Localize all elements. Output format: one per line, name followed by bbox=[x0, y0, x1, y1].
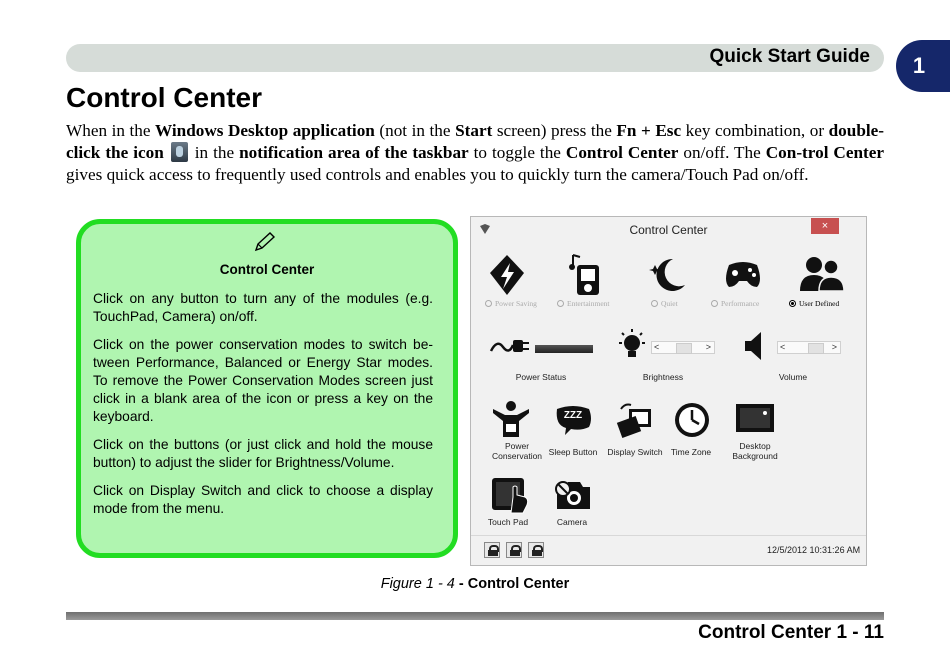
figure-caption: Figure 1 - 4 - Control Center bbox=[0, 576, 950, 592]
user-defined-icon[interactable] bbox=[799, 255, 845, 293]
mode-label: Power Saving bbox=[495, 299, 537, 308]
entertainment-icon[interactable] bbox=[569, 253, 605, 297]
sleep-button-label: Sleep Button bbox=[548, 447, 598, 457]
note-paragraph: Click on any button to turn any of the m… bbox=[93, 291, 433, 324]
caps-lock-icon bbox=[484, 542, 500, 558]
brightness-decrease-button[interactable]: < bbox=[654, 342, 660, 352]
volume-increase-button[interactable]: > bbox=[831, 342, 837, 352]
camera-icon[interactable] bbox=[553, 479, 593, 511]
time-zone-label: Time Zone bbox=[670, 447, 712, 457]
header-title: Quick Start Guide bbox=[709, 46, 870, 67]
mode-radio-performance[interactable]: Performance bbox=[711, 299, 759, 308]
display-switch-label: Display Switch bbox=[607, 447, 663, 457]
intro-bold: double-click the icon bbox=[66, 121, 885, 162]
date-time-readout: 12/5/2012 10:31:26 AM bbox=[767, 545, 861, 555]
control-center-tray-icon bbox=[170, 142, 188, 162]
intro-bold: Windows Desktop application bbox=[155, 121, 375, 140]
intro-paragraph: When in the Windows Desktop application … bbox=[66, 120, 884, 186]
sleep-button-icon[interactable] bbox=[553, 403, 593, 435]
quiet-moon-icon[interactable] bbox=[647, 255, 689, 295]
power-status-bar bbox=[535, 345, 593, 353]
touch-pad-label: Touch Pad bbox=[487, 517, 529, 527]
mode-radio-user-defined[interactable]: User Defined bbox=[789, 299, 839, 308]
window-title: Control Center bbox=[629, 223, 708, 237]
pencil-icon bbox=[254, 232, 276, 252]
brightness-slider[interactable]: < > bbox=[651, 341, 715, 354]
note-title: Control Center bbox=[219, 262, 315, 277]
window-status-bar bbox=[471, 535, 866, 566]
mode-radio-entertainment[interactable]: Entertainment bbox=[557, 299, 609, 308]
intro-bold: notification area of the taskbar bbox=[239, 143, 469, 162]
note-paragraph: Click on the buttons (or just click and … bbox=[93, 437, 433, 470]
radio-button[interactable] bbox=[485, 300, 492, 307]
close-button[interactable]: × bbox=[811, 218, 839, 234]
scroll-lock-icon bbox=[528, 542, 544, 558]
chapter-tab bbox=[896, 40, 950, 92]
brightness-increase-button[interactable]: > bbox=[705, 342, 711, 352]
intro-bold: Start bbox=[455, 121, 493, 140]
caption-title: Control Center bbox=[467, 576, 570, 592]
volume-speaker-icon bbox=[745, 332, 761, 360]
display-switch-icon[interactable] bbox=[615, 401, 655, 441]
intro-text: in the bbox=[189, 143, 240, 162]
touch-pad-icon[interactable] bbox=[491, 477, 531, 515]
control-center-window: Control Center × Power Saving Entertainm… bbox=[470, 216, 867, 566]
page-title: Control Center bbox=[66, 82, 262, 113]
footer-page-label: Control Center 1 - 11 bbox=[698, 622, 884, 643]
desktop-background-label: Desktop Background bbox=[732, 441, 778, 461]
mode-label: Performance bbox=[721, 299, 760, 308]
intro-text: on/off. The bbox=[678, 143, 766, 162]
note-box bbox=[76, 219, 458, 558]
mode-label: Quiet bbox=[661, 299, 678, 308]
mode-radio-quiet[interactable]: Quiet bbox=[651, 299, 678, 308]
footer-bar bbox=[66, 612, 884, 620]
volume-decrease-button[interactable]: < bbox=[780, 342, 786, 352]
intro-bold: Fn + Esc bbox=[616, 121, 682, 140]
power-conservation-icon[interactable] bbox=[491, 399, 531, 439]
brightness-label: Brightness bbox=[642, 372, 684, 382]
intro-text: When in the bbox=[66, 121, 156, 140]
note-paragraph: Click on Display Switch and click to cho… bbox=[93, 483, 433, 516]
radio-button[interactable] bbox=[557, 300, 564, 307]
num-lock-icon bbox=[506, 542, 522, 558]
power-status-label: Power Status bbox=[515, 372, 567, 382]
volume-slider[interactable]: < > bbox=[777, 341, 841, 354]
radio-button[interactable] bbox=[651, 300, 658, 307]
mode-label: Entertainment bbox=[567, 299, 610, 308]
power-saving-icon[interactable] bbox=[487, 253, 527, 297]
sleep-zzz-text: ZZZ bbox=[563, 410, 583, 421]
chapter-number: 1 bbox=[912, 53, 926, 78]
mode-label: User Defined bbox=[799, 299, 840, 308]
figure-number: Figure 1 - 4 bbox=[380, 576, 455, 592]
brightness-slider-thumb[interactable] bbox=[676, 343, 692, 354]
note-paragraph: Click on the power conservation modes to… bbox=[93, 337, 433, 424]
desktop-background-icon[interactable] bbox=[735, 403, 775, 433]
intro-text: screen) press the bbox=[492, 121, 617, 140]
app-icon bbox=[480, 224, 490, 234]
mode-radio-power-saving[interactable]: Power Saving bbox=[485, 299, 537, 308]
note-body: Click on any button to turn any of the m… bbox=[93, 290, 433, 528]
window-titlebar: Control Center × bbox=[471, 217, 866, 243]
camera-label: Camera bbox=[556, 517, 588, 527]
intro-text: to toggle the bbox=[468, 143, 566, 162]
volume-slider-thumb[interactable] bbox=[808, 343, 824, 354]
radio-button-selected[interactable] bbox=[789, 300, 796, 307]
header-bar bbox=[66, 44, 884, 72]
time-zone-clock-icon[interactable] bbox=[673, 401, 711, 439]
power-plug-icon bbox=[489, 340, 529, 352]
intro-text: (not in the bbox=[374, 121, 456, 140]
radio-button[interactable] bbox=[711, 300, 718, 307]
intro-bold: Control Center bbox=[565, 143, 679, 162]
performance-gamepad-icon[interactable] bbox=[723, 257, 763, 291]
intro-bold: Con-trol Center bbox=[765, 143, 885, 162]
caption-dash: - bbox=[454, 576, 468, 592]
brightness-bulb-icon bbox=[619, 329, 645, 357]
volume-label: Volume bbox=[778, 372, 808, 382]
power-conservation-label: Power Conservation bbox=[491, 441, 543, 461]
intro-text: key combination, or bbox=[681, 121, 829, 140]
intro-text: gives quick access to frequently used co… bbox=[66, 165, 809, 184]
